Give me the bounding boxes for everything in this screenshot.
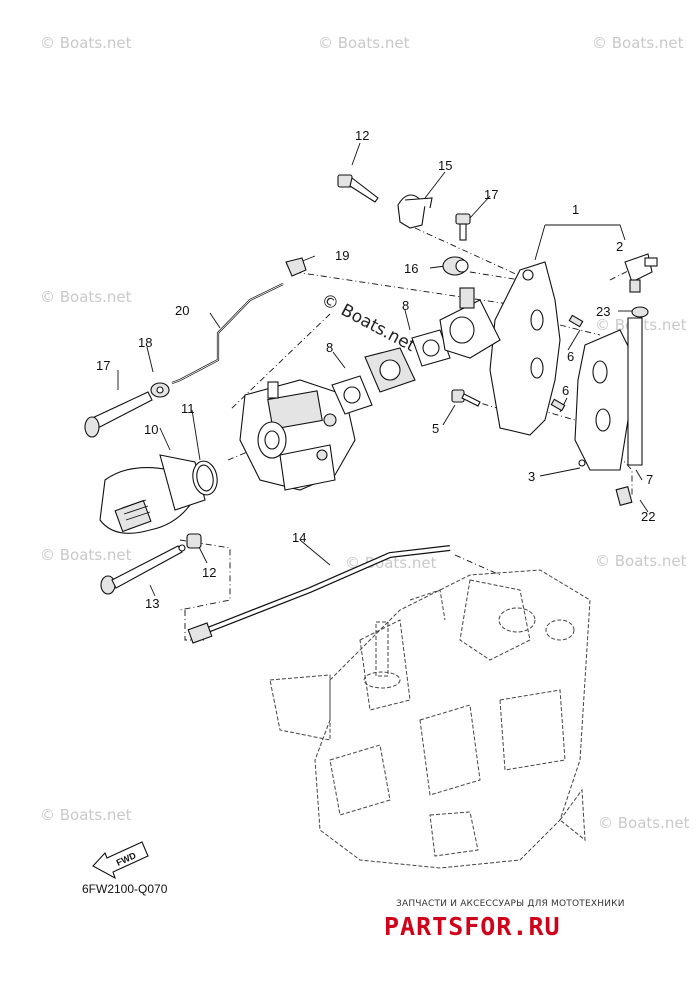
callout-23: 23: [596, 304, 610, 319]
callout-15: 15: [438, 158, 452, 173]
engine-block: [269, 569, 591, 869]
watermark: © Boats.net: [592, 34, 684, 52]
pin-part-6: [568, 314, 584, 328]
callout-8: 8: [402, 298, 409, 313]
joint-part-2: [624, 253, 658, 293]
watermark: © Boats.net: [40, 34, 132, 52]
callout-2: 2: [616, 239, 623, 254]
callout-18: 17: [96, 358, 110, 373]
watermark: © Boats.net: [598, 814, 690, 832]
gasket-part-3: [574, 329, 631, 471]
pin-part-6: [550, 398, 566, 412]
spacer-part: [364, 347, 416, 393]
oring-part-11: [192, 460, 218, 496]
screw-part-17: [455, 213, 471, 241]
bolt-part-4: [337, 174, 379, 203]
clip-part-23: [631, 306, 649, 318]
parts: [84, 174, 658, 644]
assembly-lines: [179, 227, 641, 641]
clip-part-21: [285, 257, 307, 277]
carburetor-part: [239, 379, 356, 491]
watermark: © Boats.net: [318, 34, 410, 52]
shaft-part-18: [84, 391, 153, 438]
collar-part-19: [150, 382, 170, 398]
callout-4: 12: [355, 128, 369, 143]
partner-text: ЗАПЧАСТИ И АКСЕССУАРЫ ДЛЯ МОТОТЕХНИКИ: [396, 899, 625, 909]
callout-7: 7: [646, 472, 653, 487]
callout-3: 3: [528, 469, 535, 484]
manifold-part-1: [439, 261, 561, 436]
callout-12: 12: [202, 565, 216, 580]
gasket-part-8: [331, 375, 373, 415]
rod-part-20: [171, 283, 284, 385]
grommet-part-16: [442, 256, 469, 276]
bolt-part-13: [100, 544, 186, 595]
callout-20: 20: [175, 303, 189, 318]
collar-part-12: [186, 533, 202, 549]
partner-logo: PARTSFOR.RU: [384, 912, 561, 941]
watermark: © Boats.net: [40, 288, 132, 306]
callout-11: 11: [181, 401, 195, 416]
watermark: © Boats.net: [40, 546, 132, 564]
clamp-part-15: [397, 194, 433, 229]
silencer-part-10: [99, 454, 206, 534]
valve-part-22: [615, 486, 633, 506]
callout-10: 10: [144, 422, 158, 437]
callout-16: 16: [404, 261, 418, 276]
hose-part-14: [187, 545, 451, 644]
callout-6: 6: [562, 383, 569, 398]
watermark: © Boats.net: [595, 552, 687, 570]
callout-13: 13: [145, 596, 159, 611]
callout-6: 6: [567, 349, 574, 364]
watermark: © Boats.net: [40, 806, 132, 824]
diagram-code: 6FW2100-Q070: [82, 882, 168, 896]
callout-1: 1: [572, 202, 579, 217]
callout-5: 5: [432, 421, 439, 436]
callout-21: 19: [335, 248, 349, 263]
callout-19: 18: [138, 335, 152, 350]
callout-14: 14: [292, 530, 306, 545]
partner-stamp: ЗАПЧАСТИ И АКСЕССУАРЫ ДЛЯ МОТОТЕХНИКИ PA…: [384, 899, 625, 941]
gasket-part-8: [411, 329, 451, 367]
callout-labels: 12 15 17 1 2 19 16 20 8 23 18 8 6 17 6 1…: [96, 128, 655, 611]
fwd-arrow-icon: FWD: [92, 841, 149, 880]
hose-part-7: [627, 317, 643, 466]
callout-17: 17: [484, 187, 498, 202]
callout-22: 22: [641, 509, 655, 524]
bolt-part-5: [451, 389, 481, 407]
callout-8: 8: [326, 340, 333, 355]
